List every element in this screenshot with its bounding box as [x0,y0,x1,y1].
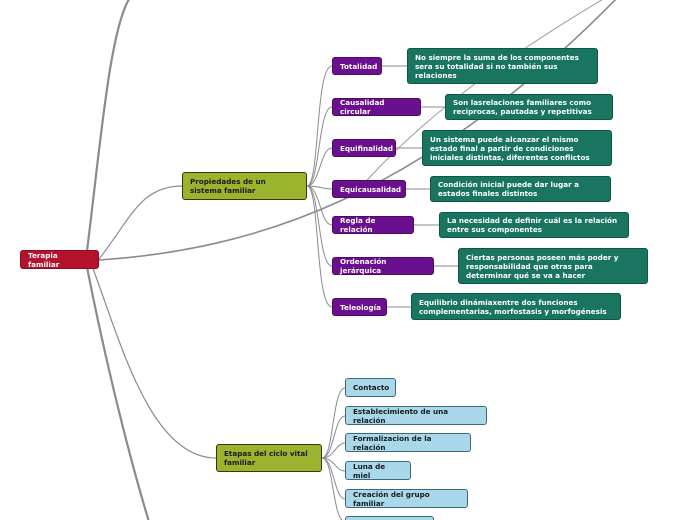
detail-equicausalidad[interactable]: Condición inicial puede dar lugar a esta… [430,176,611,202]
property-ordenacion-jerarquica[interactable]: Ordenación jerárquica [332,257,434,275]
connector-prop-4 [306,185,333,190]
property-equicausalidad[interactable]: Equicausalidad [332,180,406,198]
topic-etapas[interactable]: Etapas del ciclo vital familiar [216,444,322,472]
property-label: Totalidad [340,61,378,71]
connector-stage-6 [321,457,343,520]
connector-stage-3 [321,442,346,459]
connector-prop-2 [306,106,333,187]
connector-root-etapas [91,265,217,459]
property-label: Equifinalidad [340,143,393,153]
property-teleologia[interactable]: Teleología [332,298,387,316]
connector-prop-7 [306,185,333,308]
detail-regla-de-relacion[interactable]: La necesidad de definir cuál es la relac… [439,212,629,238]
detail-causalidad-circular[interactable]: Son lasrelaciones familiares como recipr… [445,94,613,120]
root-node[interactable]: Terapia familiar [20,250,99,269]
detail-text: No siempre la suma de los componentes se… [415,52,579,80]
connector-offscreen-right-2 [359,0,603,189]
detail-equifinalidad[interactable]: Un sistema puede alcanzar el mismo estad… [422,130,612,166]
connector-prop-3 [306,147,333,187]
stage-label: Establecimiento de una relación [353,406,449,425]
property-label: Causalidad circular [340,98,385,116]
connector-offscreen-bottom [84,261,150,520]
property-label: Regla de relación [340,216,376,234]
detail-teleologia[interactable]: Equilibrio dinámiaxentre dos funciones c… [411,293,621,320]
stage-creacion[interactable]: Creación del grupo familiar [345,489,468,508]
connector-root-propiedades [98,185,183,260]
detail-text: La necesidad de definir cuál es la relac… [447,216,618,234]
detail-text: Ciertas personas poseen más poder y resp… [466,252,619,280]
stage-luna-de-miel[interactable]: Luna de miel [345,461,411,480]
connector-stage-2 [321,415,346,459]
root-node-label: Terapia familiar [28,250,60,269]
connector-prop-6 [306,185,333,267]
stage-contacto[interactable]: Contacto [345,378,396,397]
property-totalidad[interactable]: Totalidad [332,57,382,75]
detail-text: Condición inicial puede dar lugar a esta… [438,180,579,198]
topic-etapas-label: Etapas del ciclo vital familiar [224,449,308,467]
stage-label: Formalizacion de la relación [353,433,432,452]
property-causalidad-circular[interactable]: Causalidad circular [332,98,421,116]
property-label: Ordenación jerárquica [340,257,387,275]
property-regla-de-relacion[interactable]: Regla de relación [332,216,414,234]
connector-stage-1 [321,387,346,459]
detail-ordenacion-jerarquica[interactable]: Ciertas personas poseen más poder y resp… [458,248,648,284]
property-equifinalidad[interactable]: Equifinalidad [332,139,396,157]
connector-offscreen-top [84,0,130,260]
topic-propiedades-label: Propiedades de un sistema familiar [190,177,266,195]
detail-text: Equilibrio dinámiaxentre dos funciones c… [419,297,607,316]
topic-propiedades[interactable]: Propiedades de un sistema familiar [182,172,307,200]
detail-text: Un sistema puede alcanzar el mismo estad… [430,134,590,162]
property-label: Equicausalidad [340,184,402,194]
connector-prop-1 [306,65,333,187]
detail-text: Son lasrelaciones familiares como recipr… [453,98,592,116]
stage-establecimiento[interactable]: Establecimiento de una relación [345,406,487,425]
stage-formalizacion[interactable]: Formalizacion de la relación [345,433,471,452]
stage-label: Luna de miel [353,461,386,480]
stage-label: Creación del grupo familiar [353,489,430,508]
property-label: Teleología [340,302,381,312]
stage-next-partial[interactable] [345,516,434,520]
stage-label: Contacto [353,383,390,392]
detail-totalidad[interactable]: No siempre la suma de los componentes se… [407,48,598,84]
